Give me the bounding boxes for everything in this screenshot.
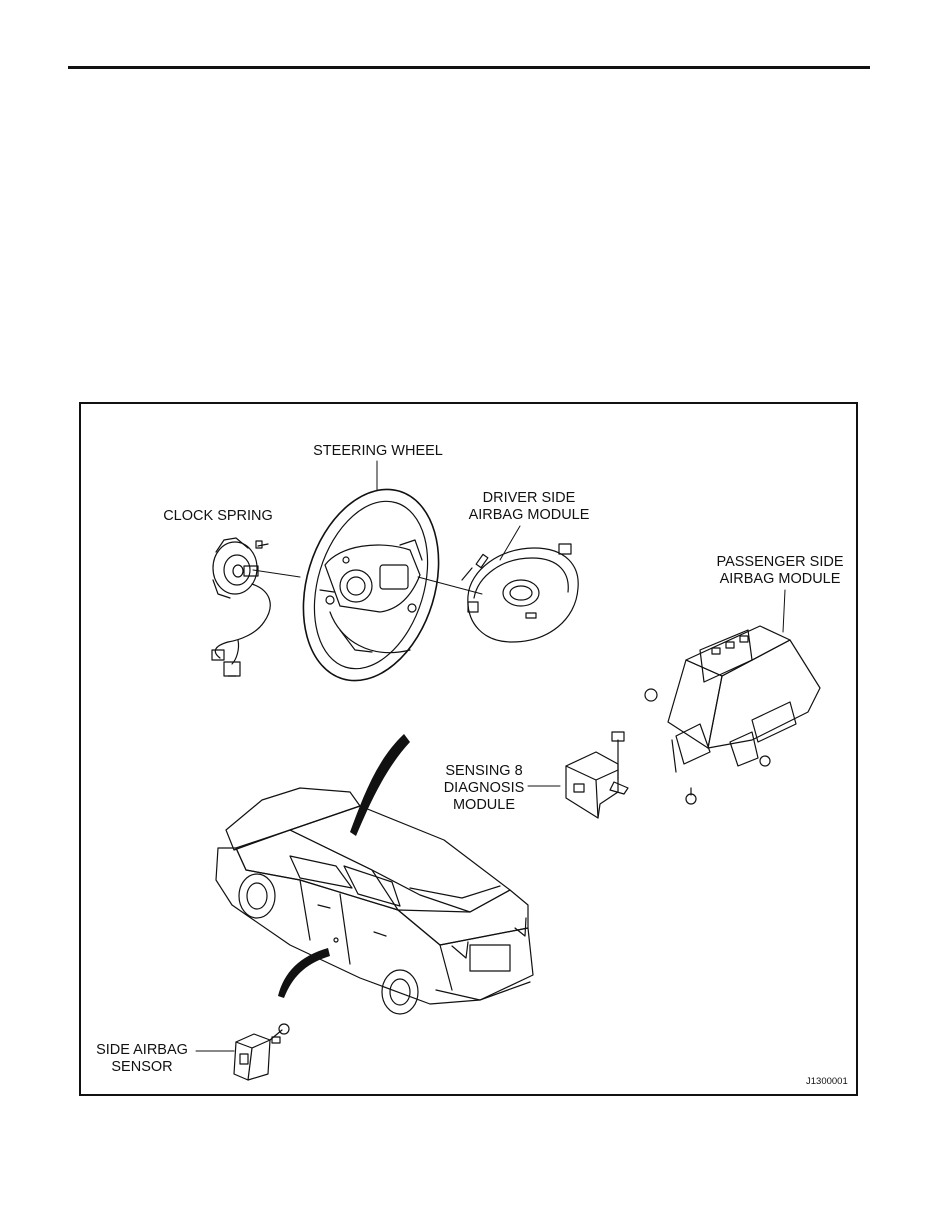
label-passenger-airbag-line2: AIRBAG MODULE: [719, 571, 841, 587]
figure-frame: [79, 402, 858, 1096]
figure-code: J1300001: [806, 1076, 848, 1087]
label-side-sensor-line1: SIDE AIRBAG: [96, 1042, 188, 1058]
label-sdm-line2: DIAGNOSIS: [443, 780, 525, 796]
label-side-sensor-line2: SENSOR: [111, 1059, 173, 1075]
label-driver-airbag-line2: AIRBAG MODULE: [468, 507, 590, 523]
clock-spring-drawing: [211, 537, 271, 677]
side-airbag-sensor-drawing: [233, 1023, 290, 1081]
label-steering-wheel: STEERING WHEEL: [313, 443, 443, 459]
driver-airbag-module-drawing: [461, 543, 579, 643]
header-rule: [68, 66, 870, 69]
sensing-diagnosis-module-drawing: [565, 731, 629, 819]
steering-wheel-drawing: [302, 488, 440, 682]
leader-lines: [195, 460, 786, 1052]
location-arrows: [278, 734, 410, 998]
label-sdm-line3: MODULE: [452, 797, 516, 813]
label-sdm-line1: SENSING 8: [445, 763, 523, 779]
label-passenger-airbag-line1: PASSENGER SIDE: [716, 554, 844, 570]
sedan-drawing: [215, 787, 534, 1015]
passenger-airbag-module-drawing: [644, 625, 821, 805]
label-driver-airbag-line1: DRIVER SIDE: [482, 490, 576, 506]
label-clock-spring: CLOCK SPRING: [163, 508, 273, 524]
